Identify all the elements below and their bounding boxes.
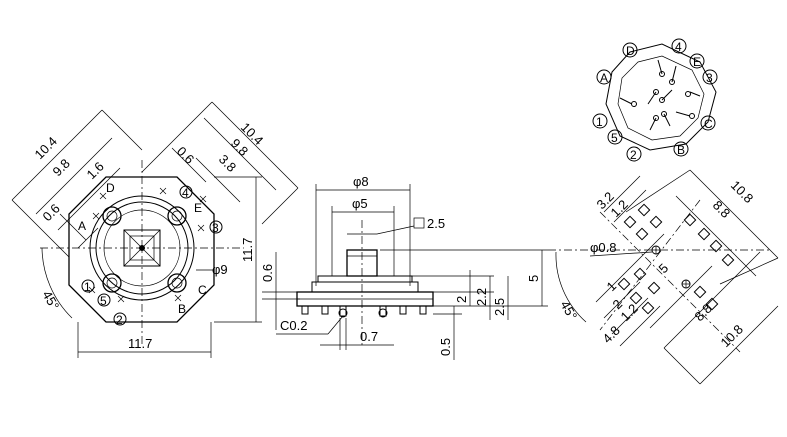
dim-phi8: φ8 — [353, 174, 369, 189]
pin-D-label: D — [106, 181, 115, 195]
angle-45-top-view: 45° — [39, 288, 62, 313]
circuit-label-E: E — [693, 55, 701, 69]
dim-0-6-side: 0.6 — [260, 264, 275, 282]
pcb-dim-8-8-top: 8.8 — [710, 198, 733, 221]
circuit-label-B: B — [677, 143, 685, 157]
circuit-label-5: 5 — [611, 131, 618, 145]
side-view: φ8 φ5 2.5 0.6 5 2 2.2 2.5 0.5 — [260, 174, 548, 360]
dim-0-5-side: 0.5 — [438, 338, 453, 356]
pin-5-label: 5 — [100, 294, 107, 308]
dim-11-7-vertical: 11.7 — [240, 238, 255, 262]
pin-A-label: A — [78, 219, 86, 233]
pin-3-label: 3 — [212, 221, 219, 235]
dim-1-6: 1.6 — [84, 159, 107, 182]
pcb-dim-phi-0-8: φ0.8 — [590, 240, 617, 255]
pin-2-label: 2 — [116, 313, 123, 327]
circuit-label-2: 2 — [630, 148, 637, 162]
pin-B-label: B — [178, 302, 186, 316]
circuit-label-A: A — [600, 71, 608, 85]
dim-0-7: 0.7 — [360, 329, 378, 344]
pcb-angle-45: 45° — [557, 298, 580, 323]
dim-2-2-side: 2.2 — [474, 288, 489, 306]
dim-10-4-left: 10.4 — [32, 134, 61, 163]
circuit-label-3: 3 — [706, 71, 713, 85]
pcb-layout: 10.8 8.8 3.2 1.2 φ0.8 5 1 2 1.2 4.8 45° … — [548, 169, 779, 385]
circuit-label-C: C — [704, 117, 713, 131]
circuit-label-D: D — [626, 44, 635, 58]
dim-11-7-horizontal: 11.7 — [128, 336, 152, 351]
circuit-label-1: 1 — [596, 115, 603, 129]
dim-0-6-left: 0.6 — [40, 201, 63, 224]
dim-2-5-side: 2.5 — [492, 298, 507, 316]
pcb-dim-8-8-bottom: 8.8 — [692, 301, 715, 324]
pcb-dim-10-8-bottom: 10.8 — [718, 322, 747, 351]
top-view: 4 3 1 5 2 D A E C B 10.4 9.8 1.6 0.6 10.… — [11, 101, 299, 358]
dim-sq-2-5: 2.5 — [427, 216, 445, 231]
dim-phi5: φ5 — [352, 196, 368, 211]
circuit-diagram: D 4 A E 3 1 C 5 2 B — [592, 38, 718, 162]
dim-5-side: 5 — [526, 275, 541, 282]
circuit-label-4: 4 — [675, 40, 682, 54]
pin-1-label: 1 — [84, 280, 91, 294]
dim-phi9: φ9 — [212, 262, 228, 277]
dim-2-side: 2 — [454, 296, 469, 303]
dim-0-6-right: 0.6 — [174, 144, 197, 167]
pin-4-label: 4 — [182, 186, 189, 200]
pcb-dim-10-8-top: 10.8 — [728, 178, 757, 207]
dim-c0-2: C0.2 — [280, 318, 307, 333]
pcb-dim-5: 5 — [656, 260, 672, 276]
pin-E-label: E — [194, 201, 202, 215]
dim-3-8: 3.8 — [216, 152, 239, 175]
pin-C-label: C — [198, 283, 207, 297]
